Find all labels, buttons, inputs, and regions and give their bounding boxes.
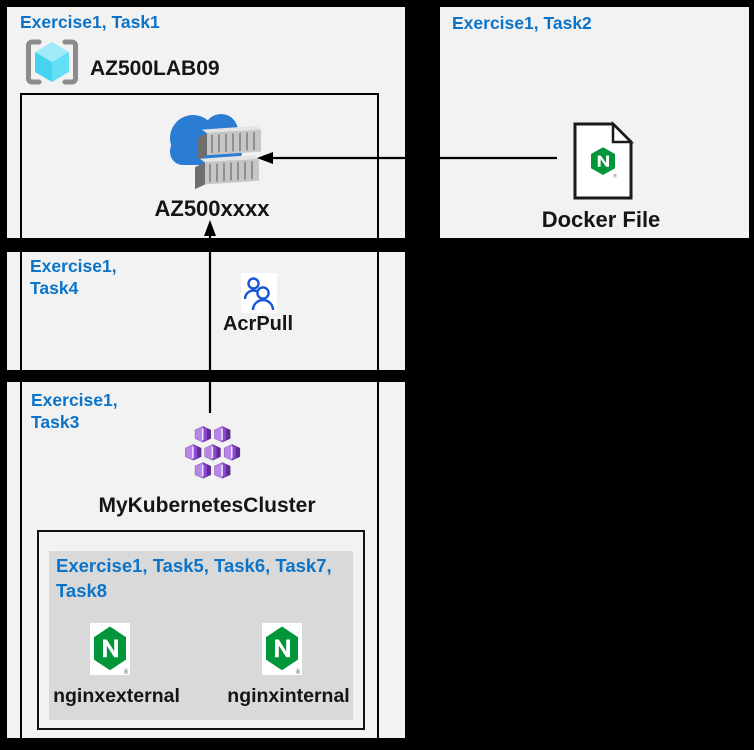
shipping-container-top <box>197 125 261 160</box>
container-registry-icon <box>170 114 261 190</box>
task4-title: Exercise1, Task4 <box>30 256 117 298</box>
resource-group-icon <box>26 39 78 85</box>
nginx-internal-label: nginxinternal <box>227 685 350 707</box>
task1-title: Exercise1, Task1 <box>20 12 160 32</box>
nginx-internal-icon <box>262 623 302 675</box>
registry-label: AZ500xxxx <box>154 196 270 221</box>
resource-group-label: AZ500LAB09 <box>90 57 220 80</box>
dockerfile-to-registry-arrow <box>257 152 557 164</box>
exercise1-task2-box: Exercise1, Task2 Docker File <box>438 5 751 240</box>
kubernetes-cluster-icon <box>185 426 241 479</box>
kubernetes-cluster-label: MyKubernetesCluster <box>98 494 316 517</box>
task3-title: Exercise1, Task3 <box>31 390 118 432</box>
exercise1-task4-box: Exercise1, Task4 AcrPull <box>5 250 407 372</box>
nginx-external-label: nginxexternal <box>53 685 180 707</box>
nginx-external-icon <box>90 623 130 675</box>
exercise1-task1-box: Exercise1, Task1 AZ500LAB09 <box>5 5 407 240</box>
acrpull-label: AcrPull <box>222 313 294 335</box>
docker-file-label: Docker File <box>541 207 661 232</box>
shipping-container-bottom <box>195 155 259 190</box>
nginx-logo-icon <box>588 145 618 178</box>
acrpull-users-icon <box>241 273 277 313</box>
exercise1-task3-box: Exercise1, Task3 <box>5 380 407 740</box>
pods-title: Exercise1, Task5, Task6, Task7, Task8 <box>56 555 332 601</box>
pods-outer-box: Exercise1, Task5, Task6, Task7, Task8 ng… <box>37 530 365 730</box>
cluster-to-registry-arrow <box>204 220 216 413</box>
docker-file-icon <box>573 121 634 200</box>
task2-title: Exercise1, Task2 <box>452 13 592 33</box>
pods-panel: Exercise1, Task5, Task6, Task7, Task8 ng… <box>49 551 353 720</box>
